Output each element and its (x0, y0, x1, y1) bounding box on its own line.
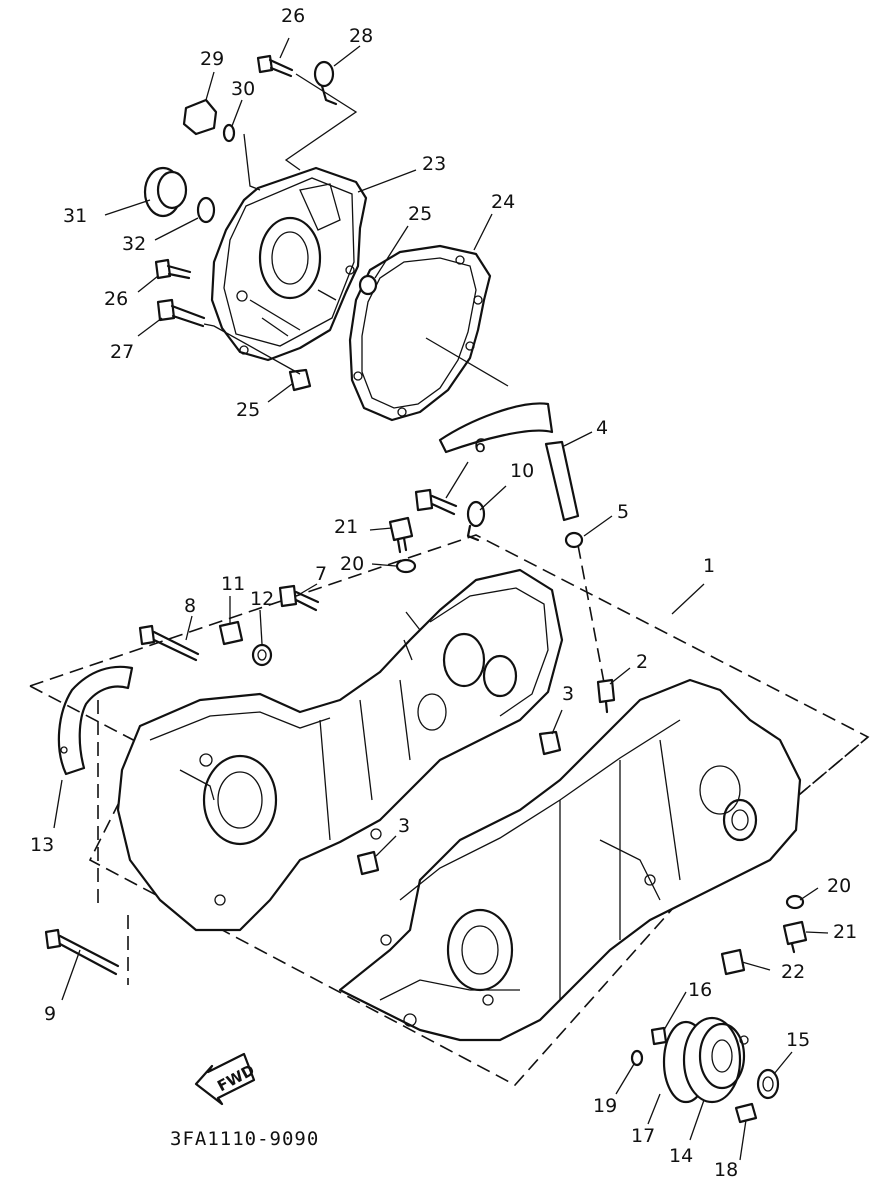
gasket-20-lower (785, 894, 805, 910)
callout-32: 32 (122, 233, 146, 255)
o-ring-30 (222, 123, 236, 143)
dowel-3-upper (538, 730, 562, 756)
bolt-8 (138, 624, 200, 662)
callout-7: 7 (315, 563, 327, 585)
bearing-housing-14 (682, 1016, 749, 1104)
callout-14: 14 (669, 1145, 693, 1167)
clip-5 (564, 531, 584, 549)
callout-3-upper: 3 (562, 683, 574, 705)
bolt-26-side (154, 258, 192, 280)
callout-15: 15 (786, 1029, 810, 1051)
o-ring-32 (196, 196, 216, 224)
callout-1: 1 (703, 555, 715, 577)
callout-21-lower: 21 (833, 921, 857, 943)
oil-seal-31 (143, 166, 188, 218)
bolt-26-top (256, 54, 294, 78)
callout-21-upper: 21 (334, 516, 358, 538)
bolt-7 (278, 584, 320, 612)
callout-5: 5 (617, 501, 629, 523)
callout-8: 8 (184, 595, 196, 617)
dowel-25-upper (358, 274, 378, 296)
callout-25-upper: 25 (408, 203, 432, 225)
callout-20-lower: 20 (827, 875, 851, 897)
callout-19: 19 (593, 1095, 617, 1117)
callout-3-lower: 3 (398, 815, 410, 837)
callout-9: 9 (44, 1003, 56, 1025)
callout-22: 22 (781, 961, 805, 983)
oil-seal-15 (756, 1068, 780, 1100)
callout-26-side: 26 (104, 288, 128, 310)
callout-24: 24 (491, 191, 515, 213)
crankcase-right-half (338, 678, 802, 1042)
callout-27: 27 (110, 341, 134, 363)
crankcase-left-half (116, 568, 564, 932)
callout-11: 11 (221, 573, 245, 595)
callout-2: 2 (636, 651, 648, 673)
gasket-13 (57, 665, 134, 776)
callout-30: 30 (231, 78, 255, 100)
bolt-11 (218, 620, 244, 646)
leader-lines (53, 37, 829, 1161)
callout-28: 28 (349, 25, 373, 47)
callout-18: 18 (714, 1159, 738, 1181)
bolt-9 (44, 928, 120, 976)
washer-12 (251, 643, 273, 667)
callout-6: 6 (474, 435, 486, 457)
callout-labels: 26 28 29 30 23 31 24 25 32 26 27 25 4 6 … (30, 5, 857, 1181)
pin-19 (630, 1049, 644, 1067)
callout-16: 16 (688, 979, 712, 1001)
callout-31: 31 (63, 205, 87, 227)
plug-29 (182, 98, 218, 136)
fwd-arrow: FWD (194, 1052, 257, 1106)
drawing-code: 3FA1110-9090 (170, 1128, 319, 1150)
callout-17: 17 (631, 1125, 655, 1147)
breather-pipe (438, 402, 580, 522)
callout-4: 4 (596, 417, 608, 439)
callout-29: 29 (200, 48, 224, 70)
callout-25-lower: 25 (236, 399, 260, 421)
bolt-27 (156, 298, 206, 328)
gasket-20-upper (395, 558, 417, 574)
fitting-2 (596, 678, 616, 714)
callout-10: 10 (510, 460, 534, 482)
dowel-3-lower (356, 850, 380, 876)
crankcase-cover-23 (210, 166, 368, 362)
callout-12: 12 (250, 588, 274, 610)
screw-18 (734, 1102, 758, 1124)
callout-26-top: 26 (281, 5, 305, 27)
callout-23: 23 (422, 153, 446, 175)
drain-plug-21-lower (782, 920, 808, 954)
dowel-25-lower (288, 368, 312, 392)
dowel-22 (720, 948, 746, 976)
callout-13: 13 (30, 834, 54, 856)
bolt-6 (414, 488, 458, 516)
cover-gasket-24 (348, 244, 492, 422)
clamp-10 (466, 500, 486, 542)
drain-plug-21-upper (388, 516, 414, 554)
callout-20-upper: 20 (340, 553, 364, 575)
dowel-pin-16 (650, 1026, 668, 1046)
